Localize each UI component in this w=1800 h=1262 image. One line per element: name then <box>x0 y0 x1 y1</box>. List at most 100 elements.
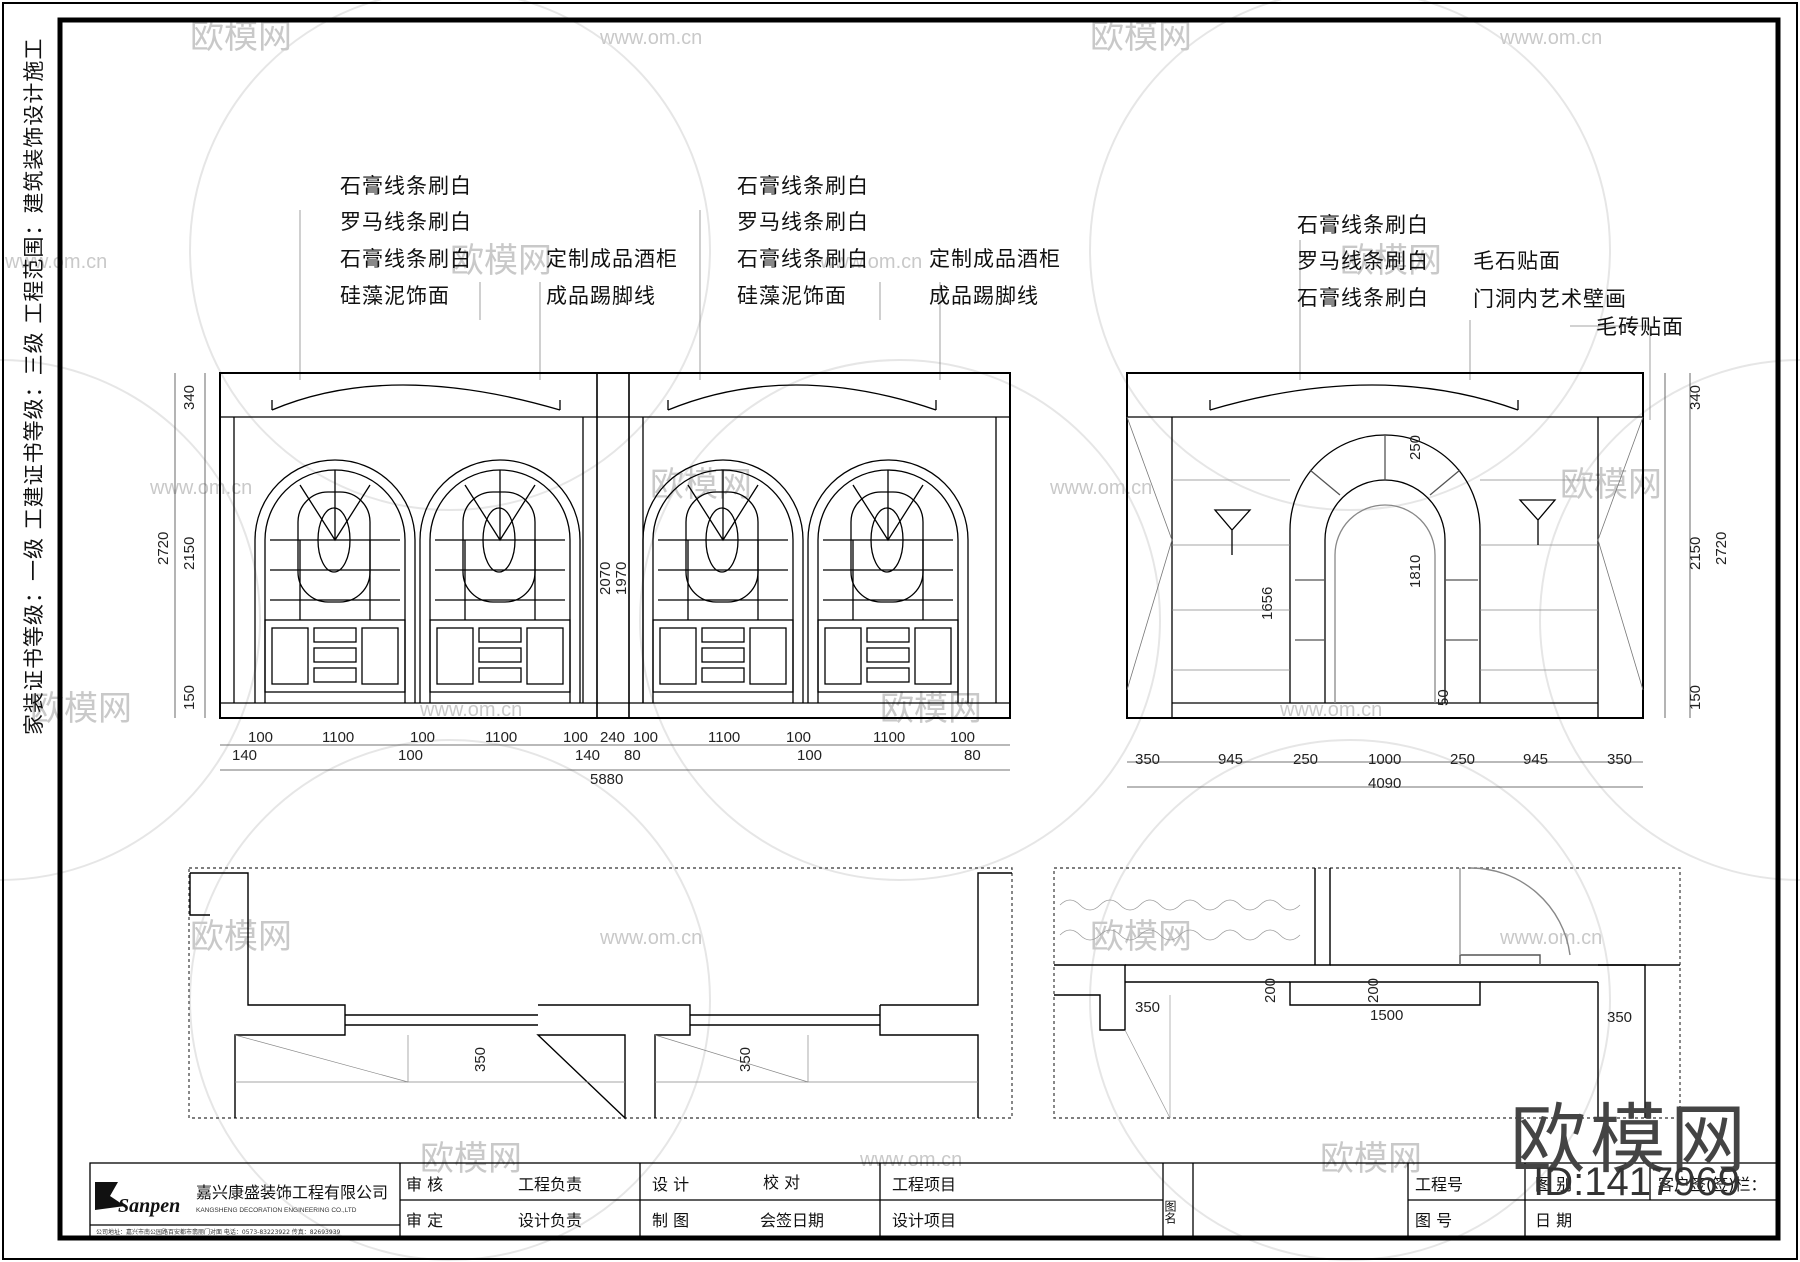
watermark-brand: 欧模网 <box>30 690 132 728</box>
elevation-left <box>219 210 1011 719</box>
watermark-brand: 欧模网 <box>450 242 552 280</box>
dim-bottom-4: 100 <box>797 747 822 764</box>
dim-row-5: 945 <box>1523 751 1548 768</box>
watermark-id: ID:1417969 <box>1533 1160 1740 1204</box>
watermark-url: www.om.cn <box>599 927 702 949</box>
watermark-url: www.om.cn <box>599 27 702 49</box>
label-b1: 石膏线条刷白 <box>737 174 869 198</box>
tb-r2-1: 设计负责 <box>518 1211 582 1230</box>
tb-r2-2: 制 图 <box>652 1211 689 1230</box>
dim-plan-350a: 350 <box>472 1047 489 1072</box>
dim-plan-r1500: 1500 <box>1370 1007 1403 1024</box>
drawing-frame <box>57 17 1781 1241</box>
dim-top-5: 240 <box>600 729 625 746</box>
label-c3: 石膏线条刷白 <box>1297 286 1429 310</box>
dim-340: 340 <box>181 385 198 410</box>
watermark-brand: 欧模网 <box>1560 466 1662 504</box>
dim-row-4: 250 <box>1450 751 1475 768</box>
tb-rq: 日 期 <box>1535 1211 1572 1230</box>
dim-top-9: 1100 <box>873 729 905 746</box>
dim-total: 5880 <box>590 771 623 788</box>
tb-r1-2: 设 计 <box>652 1175 689 1194</box>
tb-gch: 工程号 <box>1415 1175 1463 1194</box>
dim-plan-r200b: 200 <box>1365 978 1382 1003</box>
tb-tb: 图 别 <box>1535 1175 1572 1194</box>
elevation-right <box>1126 240 1651 719</box>
watermark-brand: 欧模网 <box>1340 242 1442 280</box>
watermark-url: www.om.cn <box>819 251 922 273</box>
dim-2070: 2070 <box>597 562 614 595</box>
dim-bottom-5: 80 <box>964 747 981 764</box>
dim-2150: 2150 <box>181 537 198 570</box>
tb-r2-3: 会签日期 <box>760 1211 824 1230</box>
label-c5: 门洞内艺术壁画 <box>1473 287 1627 311</box>
dim-plan-r200a: 200 <box>1262 978 1279 1003</box>
dims-right: 340 2720 2150 150 250 1656 1810 50 350 9… <box>1127 373 1730 792</box>
dim-r-2150: 2150 <box>1687 537 1704 570</box>
dim-top-3: 1100 <box>485 729 517 746</box>
side-title: 家装证书等级：一级 工建证书等级：三级 工程范围：建筑装饰设计施工 <box>22 37 46 735</box>
dim-2720: 2720 <box>155 532 172 565</box>
watermark-url: www.om.cn <box>1499 927 1602 949</box>
company-name-cn: 嘉兴康盛装饰工程有限公司 <box>196 1183 388 1202</box>
dim-top-8: 100 <box>786 729 811 746</box>
company-name-en: KANGSHENG DECORATION ENGINEERING CO.,LTD <box>196 1207 357 1214</box>
tb-r1-0: 审 核 <box>406 1175 443 1194</box>
label-b3: 石膏线条刷白 <box>737 247 869 271</box>
company-address: 公司地址：嘉兴市南公园路百安都市翡丽门对面 电话：0573-83223922 传… <box>96 1228 341 1236</box>
dim-top-0: 100 <box>248 729 273 746</box>
label-b6: 成品踢脚线 <box>929 284 1039 308</box>
plan-right: 350 200 200 1500 350 <box>1053 867 1681 1119</box>
label-b5: 定制成品酒柜 <box>929 247 1061 271</box>
dim-row-6: 350 <box>1607 751 1632 768</box>
tb-r1-1: 工程负责 <box>518 1175 582 1194</box>
tb-r2-4: 设计项目 <box>892 1211 956 1230</box>
dim-top-2: 100 <box>410 729 435 746</box>
label-c4: 毛石贴面 <box>1473 249 1561 273</box>
dim-plan-r350: 350 <box>1135 999 1160 1016</box>
watermark-brand: 欧模网 <box>190 18 292 56</box>
watermark-url: www.om.cn <box>859 1149 962 1171</box>
dim-r-340: 340 <box>1687 385 1704 410</box>
dim-150: 150 <box>181 685 198 710</box>
dim-row-0: 350 <box>1135 751 1160 768</box>
dim-r-total: 4090 <box>1368 775 1401 792</box>
title-block: Sanpen 嘉兴康盛装饰工程有限公司 KANGSHENG DECORATION… <box>89 1162 1779 1239</box>
dim-bottom-1: 100 <box>398 747 423 764</box>
dim-row-2: 250 <box>1293 751 1318 768</box>
tb-r1-3: 校 对 <box>763 1173 800 1192</box>
dim-r-1810: 1810 <box>1407 555 1424 588</box>
dim-top-4: 100 <box>563 729 588 746</box>
company-logo: Sanpen <box>118 1195 180 1217</box>
watermark-url: www.om.cn <box>149 477 252 499</box>
dim-row-1: 945 <box>1218 751 1243 768</box>
dim-r-2720: 2720 <box>1713 532 1730 565</box>
label-a3: 石膏线条刷白 <box>340 247 472 271</box>
dim-r-250: 250 <box>1407 435 1424 460</box>
watermark-brand: 欧模网 <box>1090 918 1192 956</box>
label-b4: 硅藻泥饰面 <box>737 284 847 308</box>
company-logo-mark <box>95 1182 125 1210</box>
dim-1970: 1970 <box>613 562 630 595</box>
watermark-brand: 欧模网 <box>1090 18 1192 56</box>
plan-left: 350 350 <box>188 867 1013 1120</box>
label-a1: 石膏线条刷白 <box>340 174 472 198</box>
watermark-url: www.om.cn <box>1049 477 1152 499</box>
tb-th: 图 号 <box>1415 1211 1452 1230</box>
watermark-url: www.om.cn <box>4 251 107 273</box>
dim-top-6: 100 <box>633 729 658 746</box>
label-b2: 罗马线条刷白 <box>737 210 869 234</box>
label-c6: 毛砖贴面 <box>1596 315 1684 339</box>
watermark-brand: 欧模网 <box>880 690 982 728</box>
label-a5: 定制成品酒柜 <box>546 247 678 271</box>
tb-tuming: 图名 <box>1163 1200 1177 1224</box>
tb-r1-4: 工程项目 <box>892 1175 956 1194</box>
watermark-text: 欧模网 www.om.cn 欧模网 www.om.cn 欧模网 www.om.c… <box>4 18 1662 1178</box>
label-a6: 成品踢脚线 <box>546 284 656 308</box>
tb-r2-0: 审 定 <box>406 1211 443 1230</box>
dim-r-1656: 1656 <box>1259 587 1276 620</box>
label-c1: 石膏线条刷白 <box>1297 213 1429 237</box>
watermark-url: www.om.cn <box>1499 27 1602 49</box>
